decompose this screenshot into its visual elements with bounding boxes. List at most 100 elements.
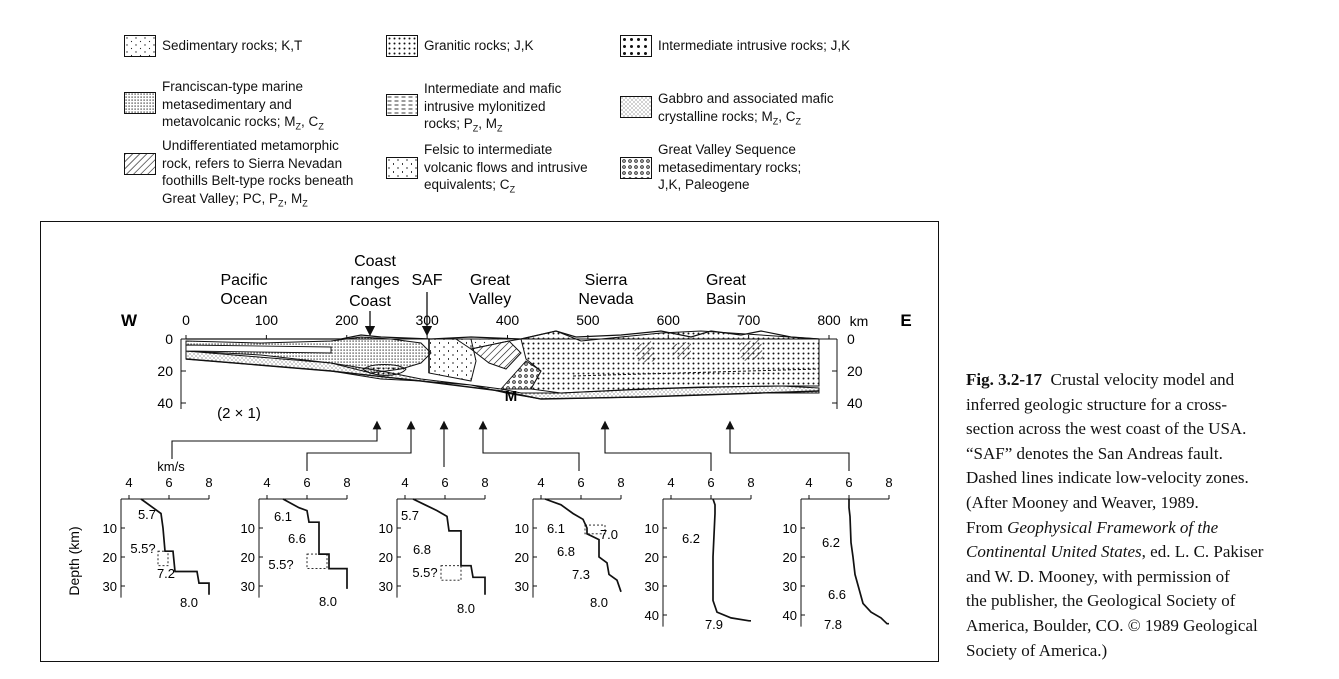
felsic-swatch (386, 157, 418, 179)
profile-depth-tick-label: 30 (515, 579, 529, 594)
velocity-value-label: 7.0 (600, 527, 618, 542)
velocity-value-label: 6.1 (547, 521, 565, 536)
figure-caption: Fig. 3.2-17 Crustal velocity model and i… (966, 368, 1336, 663)
distance-tick-label: 0 (182, 312, 190, 328)
velocity-tick-label: 4 (125, 475, 132, 490)
velocity-value-label: 7.3 (572, 567, 590, 582)
caption-line: (After Mooney and Weaver, 1989. (966, 492, 1199, 512)
gabbro-swatch (620, 96, 652, 118)
rock-type-legend: Sedimentary rocks; K,T Granitic rocks; J… (0, 0, 940, 215)
profile-depth-tick-label: 10 (103, 521, 117, 536)
geologic-section (185, 330, 820, 400)
depth-tick-label: 0 (165, 331, 173, 347)
low-velocity-zone-box (306, 553, 328, 570)
velocity-value-label: 5.5? (130, 541, 155, 556)
profile-depth-tick-label: 20 (515, 550, 529, 565)
sierra-nevada-label-2: Nevada (578, 291, 633, 308)
basin-hatch-3 (739, 339, 763, 361)
granitic-lens (362, 364, 407, 376)
legend-label: Gabbro and associated mafic crystalline … (658, 91, 834, 127)
sierra-nevada-label: Sierra (585, 272, 628, 289)
caption-line: America, Boulder, CO. © 1989 Geological (966, 615, 1258, 635)
topography-line (186, 330, 820, 340)
distance-tick-label: 600 (657, 312, 681, 328)
profile-depth-tick-label: 10 (515, 521, 529, 536)
velocity-tick-label: 4 (263, 475, 270, 490)
profile-depth-tick-label: 30 (783, 579, 797, 594)
vertical-exaggeration-label: (2 × 1) (217, 405, 261, 422)
velocity-tick-label: 6 (845, 475, 852, 490)
legend-label: Intermediate and mafic intrusive mylonit… (424, 81, 562, 134)
velocity-tick-label: 8 (205, 475, 212, 490)
great-basin-label: Great (706, 272, 747, 289)
great-valley-sequence-swatch (620, 157, 652, 179)
velocity-curve (140, 498, 210, 595)
caption-line: Dashed lines indicate low-velocity zones… (966, 468, 1249, 488)
profile-depth-tick-label: 10 (241, 521, 255, 536)
profile-depth-tick-label: 30 (241, 579, 255, 594)
velocity-tick-label: 6 (441, 475, 448, 490)
distance-tick-label: 500 (576, 312, 600, 328)
profile-depth-tick-label: 40 (645, 608, 659, 623)
profile-depth-tick-label: 20 (645, 550, 659, 565)
profile-depth-tick-label: 30 (645, 579, 659, 594)
depth-axis-left: 0 20 40 (157, 331, 186, 411)
velocity-tick-label: 6 (165, 475, 172, 490)
depth-tick-label: 40 (157, 395, 173, 411)
velocity-curve (412, 498, 486, 595)
west-label: W (121, 311, 138, 330)
low-velocity-zone-box (584, 524, 606, 535)
profile-depth-tick-label: 20 (241, 550, 255, 565)
profile-depth-tick-label: 20 (103, 550, 117, 565)
velocity-tick-label: 8 (885, 475, 892, 490)
profile-depth-tick-label: 30 (103, 579, 117, 594)
velocity-value-label: 6.8 (413, 542, 431, 557)
profile-depth-tick-label: 10 (645, 521, 659, 536)
sedimentary-swatch (124, 35, 156, 57)
low-velocity-zone-box (440, 565, 462, 581)
profile-depth-tick-label: 40 (783, 608, 797, 623)
caption-line: and W. D. Mooney, with permission of (966, 566, 1230, 586)
connector-p1 (171, 420, 382, 459)
distance-tick-label: 800 (817, 312, 841, 328)
distance-tick-label: 300 (415, 312, 439, 328)
great-valley-label: Great (470, 272, 511, 289)
depth-tick-label: 20 (157, 363, 173, 379)
caption-line: Society of America.) (966, 640, 1108, 660)
granitic-swatch (386, 35, 418, 57)
intermediate-intrusive-swatch (620, 35, 652, 57)
profile-depth-tick-label: 10 (783, 521, 797, 536)
mafic-wedge (499, 360, 542, 390)
velocity-tick-label: 8 (617, 475, 624, 490)
low-velocity-zone-box (157, 550, 169, 567)
depth-axis-title: Depth (km) (66, 526, 82, 595)
velocity-tick-label: 8 (481, 475, 488, 490)
legend-label: Undifferentiated metamorphic rock, refer… (162, 138, 354, 209)
franciscan-swatch (124, 92, 156, 114)
east-label: E (900, 311, 911, 330)
metamorphic-swatch (124, 153, 156, 175)
velocity-tick-label: 4 (805, 475, 812, 490)
cross-section-diagram: Pacific Ocean Coast ranges Coast SAF Gre… (66, 253, 912, 632)
connector-p4 (478, 420, 580, 471)
sierra-nevada-body (520, 330, 820, 394)
velocity-tick-label: 6 (577, 475, 584, 490)
profile-depth-tick-label: 30 (379, 579, 393, 594)
distance-tick-label: 200 (335, 312, 359, 328)
depth-tick-label: 0 (847, 331, 855, 347)
great-basin-label-2: Basin (706, 291, 746, 308)
distance-tick-label: 700 (737, 312, 761, 328)
depth-tick-label: 40 (847, 395, 863, 411)
connector-p2 (306, 420, 416, 471)
caption-line: “SAF” denotes the San Andreas fault. (966, 443, 1223, 463)
basin-hatch-2 (671, 341, 691, 359)
profile-depth-tick-label: 10 (379, 521, 393, 536)
oceanic-crust-band (185, 344, 332, 354)
velocity-value-label: 6.2 (822, 535, 840, 550)
velocity-tick-label: 8 (747, 475, 754, 490)
